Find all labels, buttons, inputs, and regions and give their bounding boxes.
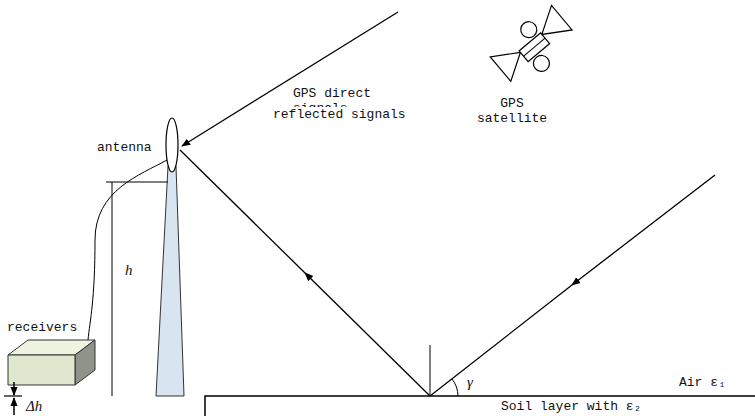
surface-normal	[430, 345, 431, 396]
dimension-arrow	[13, 382, 15, 395]
satellite-label: GPS satellite	[470, 96, 554, 126]
part-label: receivers	[6, 320, 78, 335]
part-label: antenna	[96, 140, 153, 155]
dimension-label: Δh	[25, 398, 43, 414]
dimension-line	[4, 395, 22, 396]
incident-signal	[430, 175, 715, 396]
satellite-icon	[488, 2, 581, 92]
dimension-label: h	[124, 262, 134, 278]
medium-label: Air ε₁	[678, 375, 727, 390]
receiver-box	[75, 340, 95, 385]
medium-label: Soil layer with ε₂	[500, 399, 642, 414]
direct-signal	[182, 12, 398, 146]
receiver-box	[8, 355, 75, 385]
antenna-dish	[166, 118, 178, 172]
reflected-signal	[180, 150, 430, 396]
dimension-line	[106, 182, 168, 183]
angle-label: γ	[466, 374, 474, 390]
antenna-mast	[156, 166, 184, 396]
angle-arc	[452, 379, 458, 396]
antenna-cable	[88, 160, 167, 340]
dimension-arrow	[13, 398, 15, 415]
signal-label: reflected signals	[272, 107, 407, 122]
soil-surface	[205, 396, 755, 416]
dimension-line	[112, 182, 113, 396]
